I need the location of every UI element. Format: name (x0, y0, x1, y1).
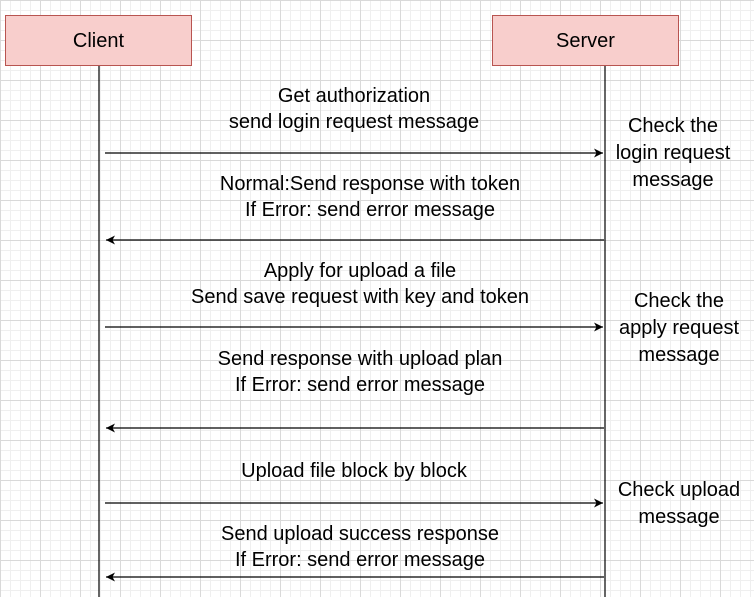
server-note-2: Check the apply request message (602, 288, 754, 369)
server-note-1-line-2: login request (615, 142, 731, 164)
message-label-6-line-1: Send upload success response (221, 523, 499, 545)
server-note-1-line-3: message (632, 169, 714, 191)
client-actor-label: Client (72, 29, 125, 52)
message-label-6: Send upload success response If Error: s… (110, 521, 610, 573)
client-actor-box: Client (5, 15, 192, 66)
message-label-3-line-1: Apply for upload a file (263, 260, 457, 282)
server-note-3-line-1: Check upload (617, 479, 741, 501)
server-note-2-line-3: message (638, 344, 720, 366)
message-label-4: Send response with upload plan If Error:… (110, 346, 610, 398)
message-label-2-line-2: If Error: send error message (244, 199, 496, 221)
server-note-2-line-1: Check the (633, 290, 725, 312)
message-label-4-line-1: Send response with upload plan (217, 348, 503, 370)
message-label-1-line-1: Get authorization (277, 85, 431, 107)
message-label-3-line-2: Send save request with key and token (191, 286, 529, 308)
message-label-2: Normal:Send response with token If Error… (120, 171, 620, 223)
message-label-1-line-2: send login request message (228, 111, 480, 133)
message-label-1: Get authorization send login request mes… (104, 83, 604, 135)
message-label-5-line-1: Upload file block by block (241, 460, 467, 482)
message-label-6-line-2: If Error: send error message (234, 549, 486, 571)
message-label-4-line-2: If Error: send error message (234, 374, 486, 396)
message-label-5: Upload file block by block (104, 458, 604, 484)
message-label-3: Apply for upload a file Send save reques… (110, 258, 610, 310)
server-note-3-line-2: message (638, 506, 720, 528)
server-note-2-line-2: apply request (618, 317, 740, 339)
server-note-1-line-1: Check the (627, 115, 719, 137)
server-note-3: Check upload message (602, 477, 754, 531)
server-actor-label: Server (556, 29, 615, 52)
server-note-1: Check the login request message (596, 113, 750, 194)
server-actor-box: Server (492, 15, 679, 66)
message-label-2-line-1: Normal:Send response with token (219, 173, 521, 195)
